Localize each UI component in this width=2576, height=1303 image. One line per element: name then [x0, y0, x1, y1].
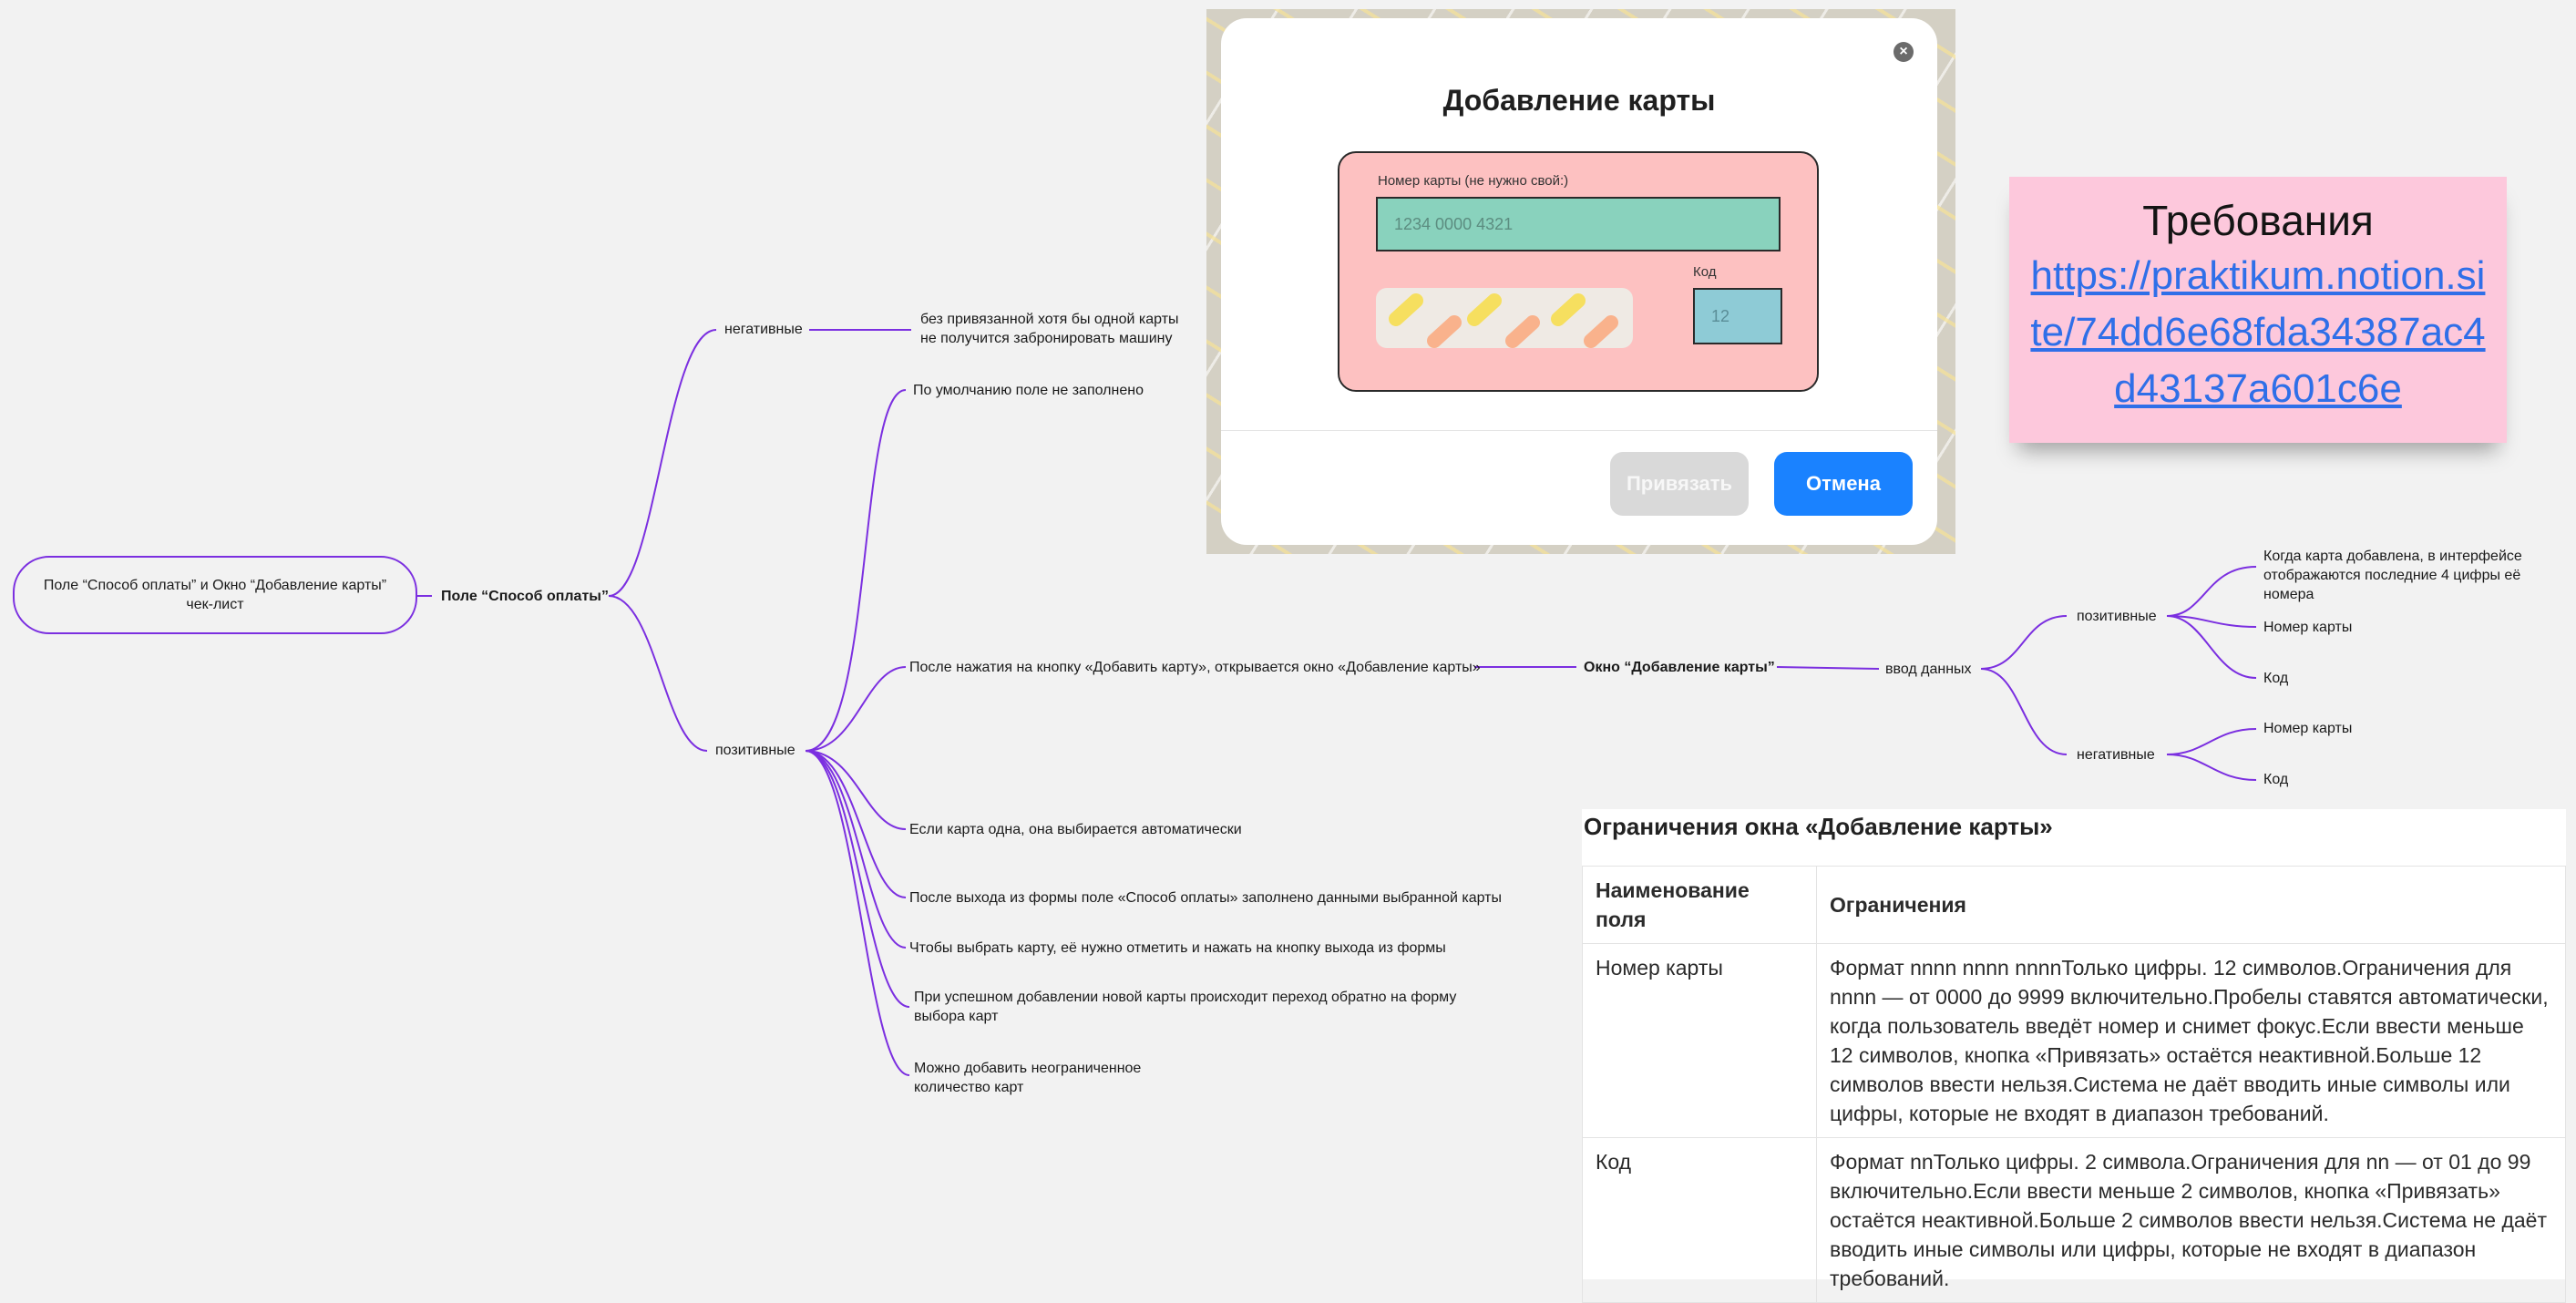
branch-payment-field: Поле “Способ оплаты” [441, 589, 609, 604]
branch-positive: позитивные [715, 743, 795, 758]
limits-table-title: Ограничения окна «Добавление карты» [1584, 813, 2053, 840]
modal-title: Добавление карты [1442, 84, 1716, 117]
add-card-modal: × Добавление карты Номер карты (не нужно… [1221, 18, 1937, 545]
positive-item: Можно добавить неограниченное количество… [914, 1061, 1142, 1095]
root-subtitle: чек-лист [186, 597, 244, 612]
card-number-label: Номер карты (не нужно свой:) [1378, 173, 1569, 189]
positive-item: Чтобы выбрать карту, её нужно отметить и… [909, 940, 1446, 956]
data-entry-negative-item: Номер карты [2263, 721, 2353, 736]
card-code-field[interactable]: 12 [1693, 288, 1782, 344]
table-row: Номер карты Формат nnnn nnnn nnnnТолько … [1582, 943, 2566, 1138]
card-number-field[interactable]: 1234 0000 4321 [1376, 197, 1781, 251]
table-cell-field: Номер карты [1582, 943, 1817, 1138]
card-stripe-decoration [1376, 288, 1633, 348]
stripe-pattern-icon [1389, 293, 1618, 348]
table-row: Код Формат nnТолько цифры. 2 символа.Огр… [1582, 1137, 2566, 1303]
positive-item: После выхода из формы поле «Способ оплат… [909, 890, 1502, 906]
cancel-button[interactable]: Отмена [1774, 452, 1913, 516]
table-header-row: Наименование поля Ограничения [1582, 866, 2566, 944]
data-entry-negative-item: Код [2263, 772, 2289, 787]
positive-item: По умолчанию поле не заполнено [913, 383, 1144, 398]
card-code-label: Код [1693, 264, 1717, 280]
root-title: Поле “Способ оплаты” и Окно “Добавление … [43, 578, 387, 593]
data-entry-positive-item: Когда карта добавлена, в интерфейсе отоб… [2263, 549, 2522, 602]
modal-divider [1221, 430, 1937, 431]
data-entry-positive-item: Код [2263, 671, 2289, 686]
limits-table-block: Ограничения окна «Добавление карты» Наим… [1582, 809, 2566, 1303]
table-header-cell: Наименование поля [1582, 866, 1817, 944]
table-cell-field: Код [1582, 1137, 1817, 1303]
data-entry-negative: негативные [2077, 747, 2155, 763]
requirements-link[interactable]: https://praktikum.notion.site/74dd6e68fd… [2030, 253, 2486, 411]
positive-item: При успешном добавлении новой карты прои… [914, 990, 1457, 1024]
data-entry-positive-item: Номер карты [2263, 620, 2353, 635]
close-icon[interactable]: × [1894, 42, 1914, 62]
table-header-cell: Ограничения [1816, 866, 2566, 944]
data-entry-positive: позитивные [2077, 609, 2157, 624]
requirements-sticky-note: Требования https://praktikum.notion.site… [2009, 177, 2507, 443]
modal-screenshot: × Добавление карты Номер карты (не нужно… [1206, 9, 1955, 554]
mindmap-root: Поле “Способ оплаты” и Окно “Добавление … [13, 556, 417, 634]
limits-table: Наименование поля Ограничения Номер карт… [1582, 866, 2566, 1303]
branch-negative: негативные [724, 322, 803, 337]
requirements-title: Требования [2142, 197, 2374, 244]
positive-item: Если карта одна, она выбирается автомати… [909, 822, 1242, 837]
card-illustration: Номер карты (не нужно свой:) 1234 0000 4… [1338, 151, 1819, 392]
negative-item: без привязанной хотя бы одной карты не п… [920, 312, 1179, 346]
table-cell-limits: Формат nnnn nnnn nnnnТолько цифры. 12 си… [1816, 943, 2566, 1138]
positive-item: После нажатия на кнопку «Добавить карту»… [909, 660, 1481, 675]
window-node: Окно “Добавление карты” [1584, 660, 1775, 675]
link-card-button[interactable]: Привязать [1610, 452, 1749, 516]
data-entry-node: ввод данных [1885, 662, 1972, 677]
table-cell-limits: Формат nnТолько цифры. 2 символа.Огранич… [1816, 1137, 2566, 1303]
